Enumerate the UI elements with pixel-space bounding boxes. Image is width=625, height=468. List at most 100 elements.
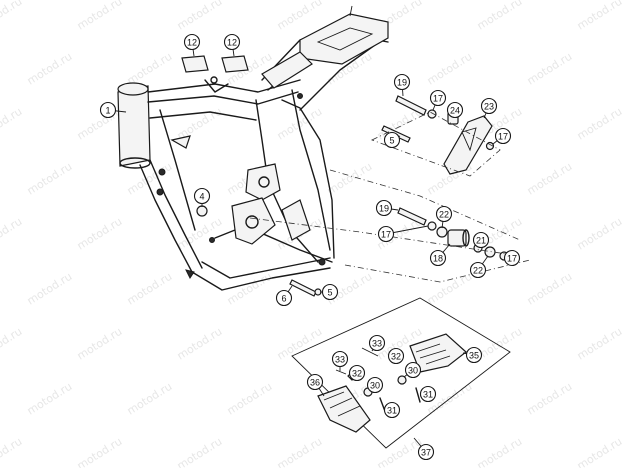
- rear-frame-tube: [281, 99, 335, 259]
- steering-head-tube: [117, 85, 151, 167]
- watermark-text: motod.ru: [75, 0, 125, 33]
- callout-number: 17: [498, 132, 508, 142]
- callout-c17b: 17: [492, 127, 512, 145]
- washer-part-30-b: [397, 375, 407, 385]
- callout-c18: 18: [429, 243, 451, 267]
- callout-ring: [404, 361, 422, 379]
- callout-number: 30: [370, 381, 380, 391]
- callout-ring: [503, 249, 521, 267]
- callout-ring: [417, 443, 435, 461]
- watermark-text: motod.ru: [0, 435, 24, 468]
- callout-ring: [193, 187, 211, 205]
- side-stand-tab: [185, 269, 195, 279]
- callout-number: 23: [484, 102, 494, 112]
- callout-c23: 23: [480, 97, 498, 119]
- main-spar-right: [291, 89, 331, 251]
- bushing-18-end: [462, 229, 470, 247]
- top-tube-upper: [147, 79, 301, 93]
- swingarm-pivot: [258, 176, 270, 188]
- callout-ring: [183, 33, 201, 51]
- callout-number: 12: [187, 38, 197, 48]
- swingarm-bracket-lower: [231, 197, 276, 245]
- swingarm-bracket-upper: [245, 163, 281, 201]
- washer-part-22-b: [484, 246, 496, 258]
- down-tube-left-outer: [139, 164, 193, 273]
- callout-c31b: 31: [419, 385, 437, 403]
- callout-ring: [393, 73, 411, 91]
- watermark-text: motod.ru: [525, 380, 575, 418]
- pivot-hardware: [249, 169, 531, 283]
- tank-mount-hole: [210, 76, 218, 84]
- watermark-text: motod.ru: [575, 105, 625, 143]
- watermark-text: motod.ru: [275, 0, 325, 33]
- pin-part-33-a: [361, 347, 379, 357]
- callout-number: 31: [387, 406, 397, 416]
- watermark-text: motod.ru: [125, 380, 175, 418]
- watermark-text: motod.ru: [425, 270, 475, 308]
- down-tube-right: [159, 109, 196, 231]
- callout-ring: [429, 249, 447, 267]
- assembly-outline-upper: [370, 111, 501, 177]
- callout-c33a: 33: [368, 334, 386, 352]
- kit-outline-box: [291, 297, 511, 449]
- callout-ring: [377, 225, 395, 243]
- callout-c31a: 31: [383, 401, 401, 419]
- watermark-text: motod.ru: [475, 435, 525, 468]
- axis-line-upper: [329, 169, 521, 241]
- callout-c32a: 32: [348, 364, 366, 382]
- callout-number: 24: [450, 106, 460, 116]
- callout-number: 1: [105, 106, 110, 116]
- callout-c30a: 30: [366, 376, 384, 394]
- callout-c22b: 22: [469, 255, 489, 279]
- watermark-text: motod.ru: [25, 380, 75, 418]
- frame-bolt: [297, 93, 303, 99]
- callout-ring: [472, 231, 490, 249]
- callout-number: 17: [507, 254, 517, 264]
- callout-ring: [321, 283, 339, 301]
- watermark-text: motod.ru: [0, 325, 24, 363]
- washer-part-17-b: [485, 141, 495, 151]
- watermark-text: motod.ru: [575, 215, 625, 253]
- callout-c5a: 5: [383, 131, 401, 149]
- watermark-text: motod.ru: [125, 160, 175, 198]
- callout-number: 17: [381, 230, 391, 240]
- watermark-text: motod.ru: [25, 50, 75, 88]
- watermark-text: motod.ru: [0, 105, 24, 143]
- callout-ring: [435, 205, 453, 223]
- watermark-text: motod.ru: [575, 0, 625, 33]
- callout-number: 33: [335, 355, 345, 365]
- callout-number: 30: [408, 366, 418, 376]
- frame-bolt: [156, 188, 164, 196]
- watermark-text: motod.ru: [75, 215, 125, 253]
- washer-part-22-a: [436, 226, 448, 238]
- callout-c12b: 12: [223, 33, 241, 57]
- watermark-text: motod.ru: [475, 0, 525, 33]
- callout-number: 22: [439, 210, 449, 220]
- callout-c32b: 32: [387, 347, 405, 365]
- callout-c4: 4: [193, 187, 211, 207]
- callout-ring: [223, 33, 241, 51]
- watermark-text: motod.ru: [0, 215, 24, 253]
- footrest-mount-hole: [245, 215, 259, 229]
- callout-number: 32: [352, 369, 362, 379]
- callout-ring: [387, 347, 405, 365]
- bracket-23-cutout: [461, 127, 477, 152]
- callout-c6: 6: [275, 285, 293, 307]
- bolt-part-19-lower: [397, 207, 427, 226]
- top-tube-cross: [149, 111, 257, 121]
- callout-number: 5: [327, 288, 332, 298]
- callout-ring: [275, 289, 293, 307]
- callout-ring: [99, 101, 117, 119]
- callout-number: 4: [199, 192, 204, 202]
- callout-c17c: 17: [377, 225, 429, 243]
- callout-number: 32: [391, 352, 401, 362]
- callout-number: 33: [372, 339, 382, 349]
- nut-part-4: [196, 205, 208, 217]
- callout-number: 36: [310, 378, 320, 388]
- cradle-rail: [214, 225, 333, 263]
- watermark-text: motod.ru: [75, 435, 125, 468]
- callout-ring: [375, 199, 393, 217]
- watermark-text: motod.ru: [225, 270, 275, 308]
